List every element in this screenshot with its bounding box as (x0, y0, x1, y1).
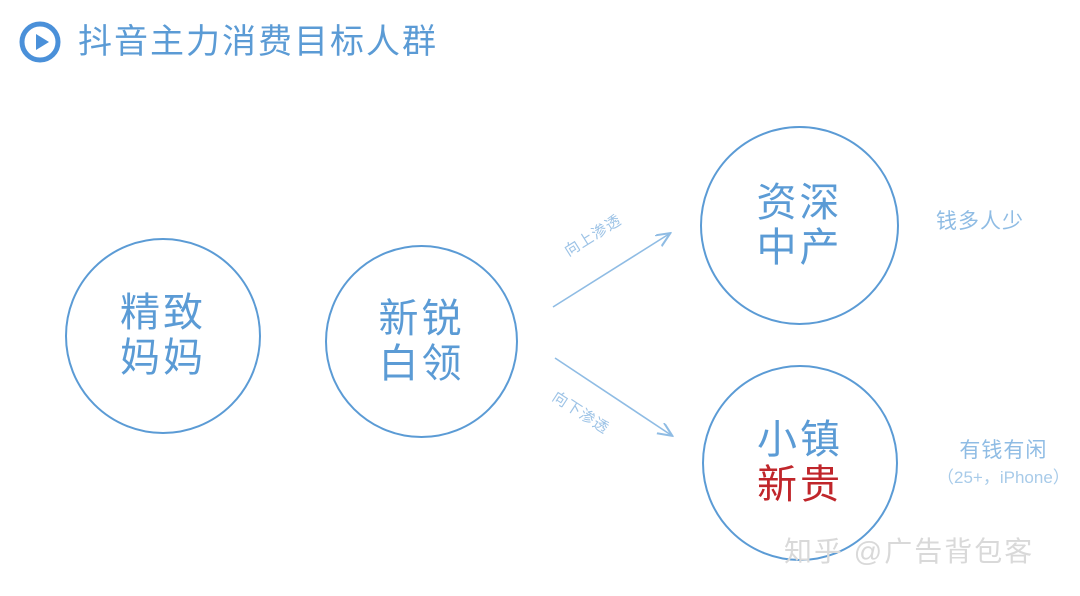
arrow-label-downward: 向下渗透 (549, 388, 613, 438)
bubble-line-1: 小镇 (757, 418, 843, 463)
page-title: 抖音主力消费目标人群 (78, 23, 438, 61)
bubble-line-2: 白领 (378, 341, 465, 386)
note-sub-text: （25+，iPhone） (937, 468, 1070, 488)
bubble-line-2: 妈妈 (120, 336, 206, 380)
watermark: 知乎 @广告背包客 (784, 536, 1035, 567)
bubble-exquisite-mom[interactable]: 精致 妈妈 (65, 238, 261, 434)
bubble-new-white-collar[interactable]: 新锐 白领 (325, 245, 518, 438)
bubble-line-1: 精致 (120, 291, 206, 336)
bubble-line-2: 中产 (756, 225, 843, 270)
note-senior-middle-class: 钱多人少 (936, 208, 1024, 235)
note-main-text: 钱多人少 (936, 210, 1024, 233)
play-circle-icon (19, 21, 61, 63)
bubble-town-newly-rich[interactable]: 小镇 新贵 (702, 365, 898, 561)
bubble-line-1: 新锐 (378, 296, 465, 341)
note-main-text: 有钱有闲 (959, 439, 1048, 462)
slide-header: 抖音主力消费目标人群 (18, 20, 438, 64)
arrow-label-upward: 向上渗透 (561, 211, 625, 260)
note-town-newly-rich: 有钱有闲 （25+，iPhone） (937, 437, 1070, 491)
bubble-line-2-highlight: 新贵 (757, 463, 843, 507)
bubble-senior-middle-class[interactable]: 资深 中产 (700, 126, 899, 325)
bubble-line-1: 资深 (756, 180, 843, 225)
